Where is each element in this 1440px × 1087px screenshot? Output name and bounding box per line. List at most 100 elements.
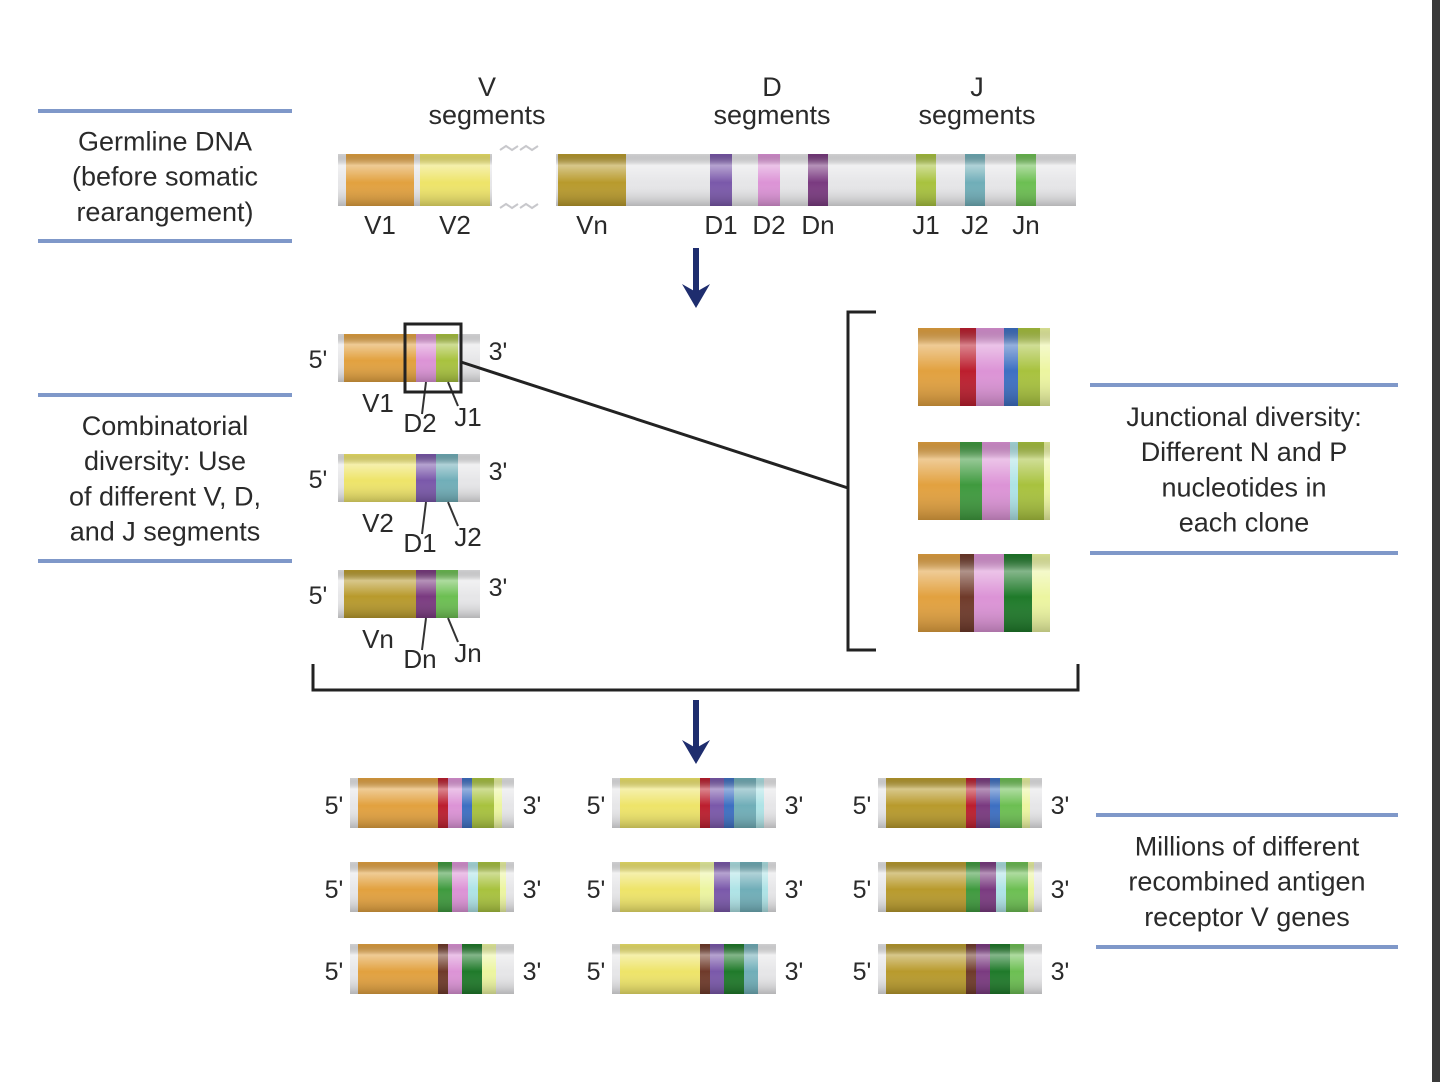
label-line: receptor V genes (1144, 902, 1350, 932)
gene-segment-Jn-shading (1000, 778, 1022, 828)
gene-segment-Jn-shading (1006, 862, 1028, 912)
group-header-J: J (970, 72, 984, 102)
germline-label-D2: D2 (752, 210, 785, 240)
gene-segment-N_darkgreen-shading (724, 944, 744, 994)
gene-segment-P_cyan-shading (996, 862, 1006, 912)
group-header-V-sub: segments (428, 100, 545, 130)
clone-segment-D2-shading (974, 554, 1004, 632)
clone-segment-D2-shading (976, 328, 1004, 406)
gene-segment-J1-shading (478, 862, 500, 912)
recombined-gene-2-3: 5'3' (587, 944, 803, 994)
five-prime-end: 5' (587, 792, 606, 820)
clone-segment-P_cyan-shading (1010, 442, 1018, 520)
label-line: Different N and P (1141, 437, 1348, 467)
gene-segment-N_red-shading (700, 778, 710, 828)
gene-segment-P_light-shading (700, 862, 714, 912)
clone-segment-P_light-shading (1040, 328, 1050, 406)
label-D2: D2 (403, 408, 436, 438)
strand-break-gap (492, 150, 556, 210)
germline-segment-Jn-shading (1016, 154, 1036, 206)
label-J1: J1 (454, 402, 481, 432)
page-edge-shadow (1432, 0, 1440, 1082)
gene-segment-P_light-shading (1028, 862, 1034, 912)
junction-zoom-box (403, 322, 463, 394)
recombined-gene-3-3: 5'3' (853, 944, 1069, 994)
leader-Dn (421, 617, 427, 651)
zoom-connector-line (460, 360, 849, 490)
gene-segment-N_blue-shading (724, 778, 734, 828)
gene-segment-V2-shading (620, 944, 700, 994)
recombined-gene-3-1: 5'3' (853, 778, 1069, 828)
clone-segment-N_blue-shading (1004, 328, 1018, 406)
gene-segment-D2-shading (448, 778, 462, 828)
gene-segment-V2-shading (620, 862, 700, 912)
gene-segment-J2-shading (734, 778, 756, 828)
gene-segment-Vn-shading (886, 944, 966, 994)
arrow-head (682, 284, 710, 308)
germline-label-V2: V2 (439, 210, 471, 240)
label-line: Junctional diversity: (1126, 402, 1362, 432)
break-mark (499, 144, 519, 152)
label-D1: D1 (403, 528, 436, 558)
label-J2: J2 (454, 522, 481, 552)
label-line: nucleotides in (1161, 472, 1326, 502)
clone-segment-P_light-shading (1044, 442, 1050, 520)
gene-segment-P_cyan-shading (730, 862, 740, 912)
junction-bracket (846, 310, 876, 652)
clone-segment-N_green-shading (960, 442, 982, 520)
gene-segment-V2-shading (620, 778, 700, 828)
break-mark (499, 202, 519, 210)
gene-segment-V1-shading (358, 944, 438, 994)
gene-segment-D1-shading (710, 778, 724, 828)
gene-segment-J2-shading (740, 862, 762, 912)
gene-segment-P_light-shading (482, 944, 496, 994)
germline-segment-D1-shading (710, 154, 732, 206)
gene-segment-Jn-shading (1010, 944, 1024, 994)
label-Dn: Dn (403, 644, 436, 674)
three-prime-end: 3' (785, 792, 804, 820)
germline-segment-V1-shading (346, 154, 414, 206)
recombined-gene-2-1: 5' 3' (587, 778, 804, 828)
five-prime-end: 5' (325, 958, 344, 986)
label-rule-top (38, 393, 292, 397)
germline-label-J1: J1 (912, 210, 939, 240)
label-rule-bottom (38, 239, 292, 243)
arrow-head (682, 740, 710, 764)
label-Jn: Jn (454, 638, 481, 668)
junction-clone-1 (918, 328, 1050, 406)
gene-segment-D1-shading (710, 944, 724, 994)
label-Vn: Vn (362, 624, 394, 654)
three-prime-end: 3' (1051, 876, 1070, 904)
segment-D2-shading (416, 334, 436, 382)
gene-segment-P_light-shading (500, 862, 506, 912)
clone-segment-P_light-shading (1032, 554, 1050, 632)
gene-segment-N_darkgreen-shading (462, 944, 482, 994)
five-prime-end: 5' (853, 876, 872, 904)
label-line: diversity: Use (84, 446, 246, 476)
gene-segment-D2-shading (448, 944, 462, 994)
clone-segment-V1-shading (918, 328, 960, 406)
arrow-to-final-genes (682, 700, 710, 764)
junction-clone-2 (918, 442, 1050, 520)
three-prime-end: 3' (523, 958, 542, 986)
recombined-gene-1-3: 5' 3' (325, 944, 542, 994)
label-line: Millions of different (1135, 832, 1360, 862)
germline-segment-V2-shading (420, 154, 490, 206)
gene-segment-N_darkgreen-shading (990, 944, 1010, 994)
five-prime-end: 5' (853, 958, 872, 986)
gene-segment-N_green-shading (438, 862, 452, 912)
recombined-gene-2-2: 5'3' (587, 862, 803, 912)
gene-segment-N_green-shading (966, 862, 980, 912)
label-line: Combinatorial (82, 411, 249, 441)
segment-V2-shading (344, 454, 416, 502)
label-rule-bottom (1096, 945, 1398, 949)
label-line: and J segments (70, 516, 261, 546)
label-V2: V2 (362, 508, 394, 538)
gene-segment-V1-shading (358, 862, 438, 912)
label-rule-top (1090, 383, 1398, 387)
